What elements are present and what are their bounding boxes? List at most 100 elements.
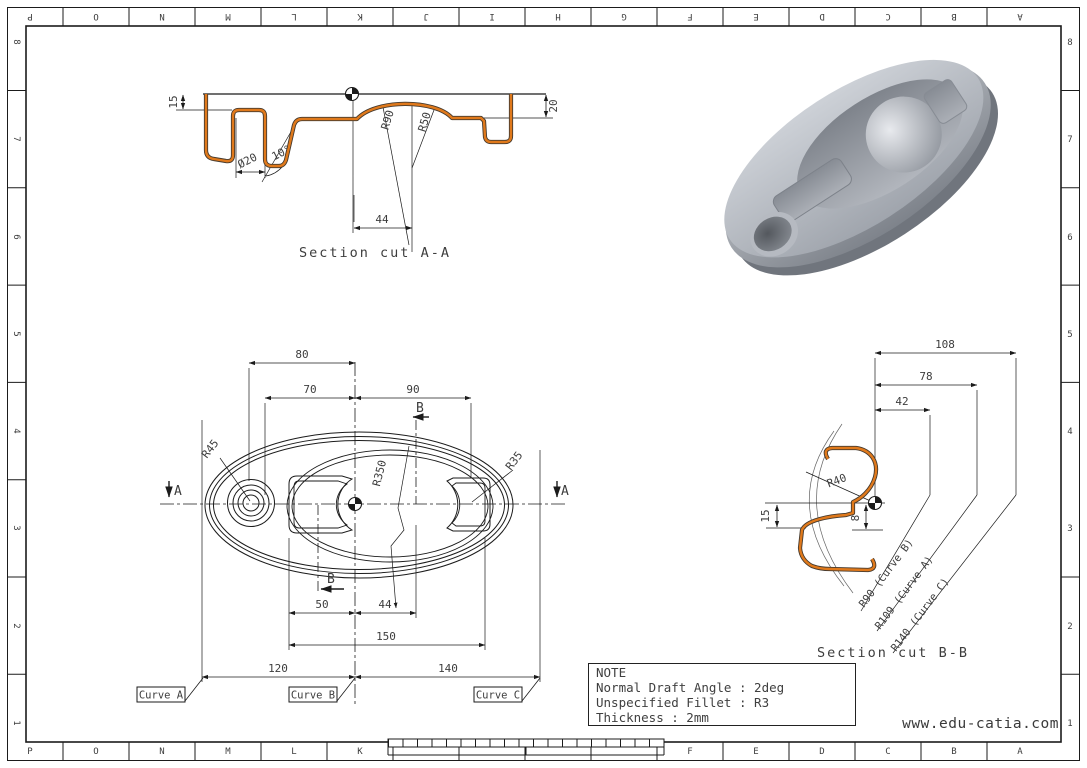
grid-row-label: 8 [11, 39, 21, 44]
note-line-thickness: Thickness : 2mm [596, 710, 709, 725]
part-dome [865, 96, 942, 173]
grid-col-label: M [225, 11, 231, 21]
plan-view: 80 70 90 50 44 150 120 140 R45 R350 R35 … [136, 348, 569, 704]
curve-a-label: Curve A [139, 690, 184, 702]
grid-row-label: 5 [11, 331, 21, 336]
plan-center-symbol [347, 496, 363, 512]
section-bb-profile-outline [797, 445, 879, 573]
dim-50: 50 [315, 598, 328, 611]
dim-70: 70 [303, 383, 316, 396]
dim-78: 78 [919, 370, 932, 383]
grid-row-label: 5 [1067, 330, 1072, 340]
note-line-fillet: Unspecified Fillet : R3 [596, 695, 770, 710]
grid-col-label: N [159, 747, 164, 757]
dim-44: 44 [375, 213, 389, 226]
grid-row-label: 3 [1067, 524, 1072, 534]
grid-col-label: H [555, 11, 560, 21]
dim-r45: R45 [199, 437, 221, 461]
website-url: www.edu-catia.com [902, 716, 1059, 732]
grid-row-label: 6 [11, 234, 21, 239]
grid-col-label: J [423, 11, 428, 21]
section-bb-title: Section cut B-B [817, 645, 969, 661]
grid-row-label: 2 [11, 623, 21, 628]
grid-col-label: K [357, 11, 363, 21]
grid-col-label: L [291, 11, 296, 21]
section-bb-view: 108 78 42 R40 15 8 R90 (Curve B) R109 (C… [759, 338, 1017, 661]
iso-3d-render [724, 59, 999, 276]
grid-row-label: 4 [11, 428, 21, 433]
section-bb-profile [798, 446, 878, 572]
grid-labels: P O N M L K J I H G F E D C B A P O N M … [11, 11, 1073, 757]
curve-b-label: Curve B [291, 690, 335, 702]
grid-col-label: B [951, 747, 956, 757]
section-mark-b-bottom: B [327, 572, 335, 587]
grid-row-label: 1 [11, 720, 21, 725]
part-hole [753, 216, 792, 252]
dim-r35: R35 [503, 449, 525, 473]
dim-120: 120 [268, 662, 288, 675]
section-aa-profile [204, 94, 513, 168]
grid-col-label: F [687, 747, 692, 757]
dim-15-bb: 15 [759, 509, 772, 522]
grid-col-label: N [159, 11, 164, 21]
dim-90: 90 [406, 383, 419, 396]
grid-row-label: 6 [1067, 233, 1072, 243]
curve-c-label: Curve C [476, 690, 520, 702]
grid-col-label: A [1017, 747, 1023, 757]
scale-bar [387, 738, 665, 756]
grid-col-label: D [819, 11, 824, 21]
note-line-draft: Normal Draft Angle : 2deg [596, 680, 785, 695]
grid-col-label: E [753, 747, 758, 757]
grid-col-label: G [621, 11, 626, 21]
section-mark-a-left: A [174, 484, 182, 499]
dim-dia20: Ø20 [236, 151, 260, 172]
dim-15: 15 [167, 95, 180, 108]
grid-col-label: E [753, 11, 758, 21]
dim-140: 140 [438, 662, 458, 675]
grid-col-label: C [885, 11, 890, 21]
grid-col-label: P [27, 11, 33, 21]
grid-col-label: O [93, 11, 98, 21]
grid-col-label: B [951, 11, 956, 21]
part-end-pocket [923, 79, 968, 124]
grid-col-label: A [1017, 11, 1023, 21]
dim-80: 80 [295, 348, 308, 361]
dim-r50: R50 [416, 111, 434, 134]
dim-150: 150 [376, 630, 396, 643]
dim-42: 42 [895, 395, 908, 408]
grid-col-label: C [885, 747, 890, 757]
dim-44-plan: 44 [378, 598, 392, 611]
section-mark-a-right: A [561, 484, 569, 499]
dim-20: 20 [547, 99, 560, 112]
dim-r40: R40 [825, 471, 848, 490]
grid-row-label: 4 [1067, 427, 1072, 437]
dim-r350: R350 [370, 459, 389, 488]
dim-8-bb: 8 [849, 515, 862, 522]
grid-col-label: P [27, 747, 33, 757]
datum-target-symbol [344, 86, 360, 102]
dim-108: 108 [935, 338, 955, 351]
section-aa-title: Section cut A-A [299, 245, 451, 261]
dim-r90: R90 [379, 109, 397, 132]
dim-r140-curve-c: R140 (Curve C) [889, 576, 952, 654]
grid-col-label: K [357, 747, 363, 757]
note-title: NOTE [596, 665, 627, 680]
note-box: NOTE Normal Draft Angle : 2deg Unspecifi… [588, 663, 856, 726]
grid-row-label: 2 [1067, 622, 1072, 632]
dim-r109-curve-a: R109 (Curve A) [873, 554, 936, 632]
section-bb-center-symbol [867, 495, 883, 511]
grid-col-label: M [225, 747, 231, 757]
section-aa-view: 15 20 Ø20 10° R90 R50 44 Section cut A-A [167, 86, 560, 261]
grid-row-label: 8 [1067, 38, 1072, 48]
grid-row-label: 7 [1067, 135, 1072, 145]
grid-col-label: D [819, 747, 824, 757]
grid-row-label: 7 [11, 136, 21, 141]
grid-row-label: 1 [1067, 719, 1072, 729]
grid-col-label: I [489, 11, 494, 21]
grid-col-label: F [687, 11, 692, 21]
grid-row-label: 3 [11, 525, 21, 530]
grid-col-label: O [93, 747, 98, 757]
section-mark-b-top: B [416, 401, 424, 416]
